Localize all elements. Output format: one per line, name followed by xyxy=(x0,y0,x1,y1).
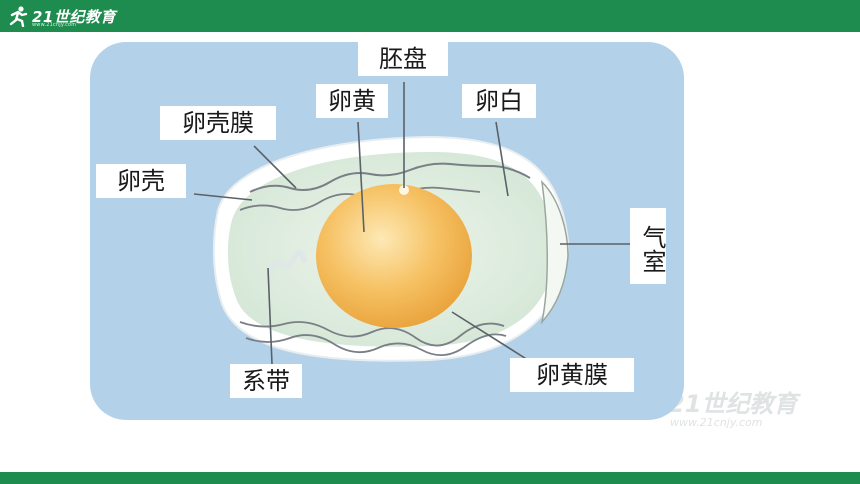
label-albumen: 卵白 xyxy=(462,84,536,118)
watermark-logo: 21世纪教育 xyxy=(668,390,798,418)
label-chalaza: 系带 xyxy=(230,364,302,398)
leader-yolk-membrane xyxy=(451,311,529,361)
top-header-bar: 21世纪教育 www.21cnjy.com xyxy=(0,0,860,32)
label-yolk: 卵黄 xyxy=(316,84,388,118)
label-air-cell: 气室 xyxy=(630,208,666,284)
watermark-url: www.21cnjy.com xyxy=(670,416,763,429)
logo: 21世纪教育 xyxy=(8,3,116,29)
leader-chalaza xyxy=(267,267,273,365)
leader-shell xyxy=(193,193,253,201)
lower-membrane-line-2 xyxy=(245,333,507,356)
embryo-disc xyxy=(399,185,409,195)
leader-yolk xyxy=(357,121,365,233)
yolk xyxy=(316,184,472,328)
label-shell: 卵壳 xyxy=(96,164,186,198)
air-cell xyxy=(540,179,569,325)
egg-diagram: 胚盘 卵黄 卵白 卵壳膜 卵壳 气室 系带 卵黄膜 xyxy=(90,42,684,420)
logo-url: www.21cnjy.com xyxy=(32,22,77,28)
chalaza-strand xyxy=(269,249,307,271)
label-shell-membrane: 卵壳膜 xyxy=(160,106,276,140)
runner-logo-icon xyxy=(9,6,28,27)
leader-shell-membrane xyxy=(253,145,297,189)
shell-membrane-line xyxy=(249,162,531,193)
logo-text: 21世纪教育 xyxy=(32,7,116,26)
lower-membrane-line-1 xyxy=(239,321,505,347)
label-embryo-disc: 胚盘 xyxy=(358,42,448,76)
bottom-footer-bar xyxy=(0,472,860,484)
egg-illustration xyxy=(193,82,630,365)
label-yolk-membrane: 卵黄膜 xyxy=(510,358,634,392)
leader-albumen xyxy=(495,121,509,197)
